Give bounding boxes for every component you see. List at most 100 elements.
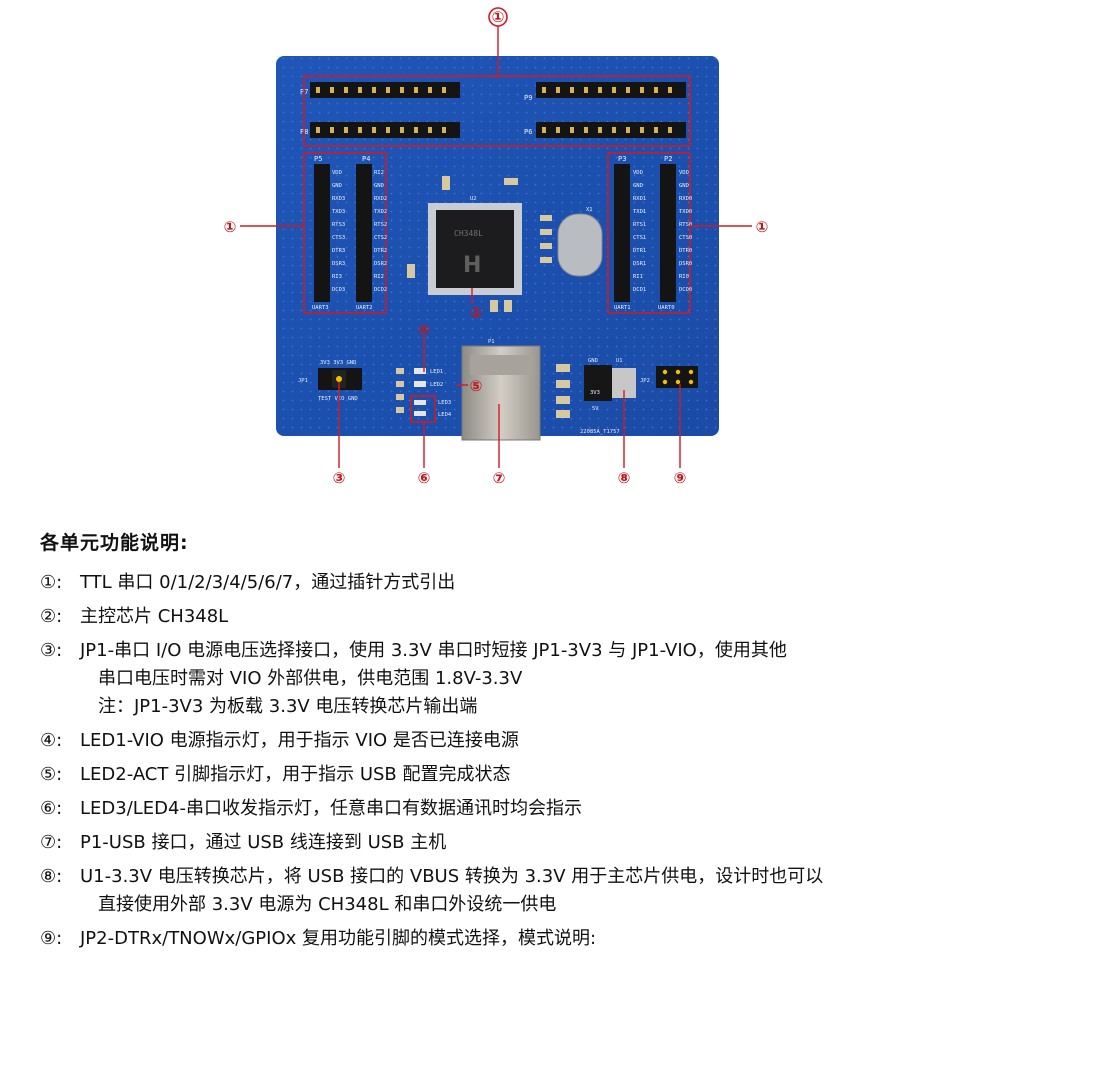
pin-label: DTR3 <box>332 248 345 254</box>
pin-label: RI2 <box>374 274 384 280</box>
pin-label: DCD3 <box>332 287 345 293</box>
board-photo-figure: P7 P8 P9 P6 P5 P4 VDD GND RXD3 TXD3 RTS3… <box>0 0 1108 500</box>
item-text: JP1-串口 I/O 电源电压选择接口，使用 3.3V 串口时短接 JP1-3V… <box>80 640 787 661</box>
pin-label: RI1 <box>633 274 643 280</box>
pin-label: RXD2 <box>374 196 387 202</box>
regulator: U1 GND 3V3 5V <box>556 358 636 418</box>
pin-label: DCD0 <box>679 287 692 293</box>
pin-label: RXD1 <box>633 196 646 202</box>
pin-label: TXD1 <box>633 209 646 215</box>
pin-label: DCD2 <box>374 287 387 293</box>
item-text-continued: 串口电压时需对 VIO 外部供电，供电范围 1.8V-3.3V <box>98 668 523 689</box>
callout-6: ⑥ <box>418 469 431 487</box>
led-label: LED2 <box>430 382 443 388</box>
pin-label: GND <box>633 183 643 189</box>
header-ref-p2: P2 <box>664 155 672 163</box>
item-note: 注：JP1-3V3 为板载 3.3V 电压转换芯片输出端 <box>98 696 478 717</box>
reg-pin-label: 3V3 <box>590 390 600 396</box>
svg-text:H: H <box>463 253 481 278</box>
unit-description: 各单元功能说明: ①: TTL 串口 0/1/2/3/4/5/6/7，通过插针方式… <box>40 528 1090 959</box>
item-marker: ⑦: <box>40 832 63 853</box>
led-label: LED3 <box>438 400 451 406</box>
uart-label: UART3 <box>312 305 329 311</box>
header-ref-p4: P4 <box>362 155 370 163</box>
right-headers: P3 P2 VDD GND RXD1 TXD1 RTS1 CTS1 DTR1 D… <box>614 155 692 311</box>
pin-label: RI3 <box>332 274 342 280</box>
led-label: LED4 <box>438 412 452 418</box>
reg-pin-label: GND <box>588 358 598 364</box>
pin-label: GND <box>679 183 689 189</box>
item-marker: ①: <box>40 572 63 593</box>
description-item-8: ⑧:U1-3.3V 电压转换芯片，将 USB 接口的 VBUS 转换为 3.3V… <box>40 863 1090 919</box>
description-item-3: ③: JP1-串口 I/O 电源电压选择接口，使用 3.3V 串口时短接 JP1-… <box>40 637 1090 721</box>
top-headers: P7 P8 P9 P6 <box>300 82 686 138</box>
pin-label: RXD3 <box>332 196 345 202</box>
pin-label: RTS1 <box>633 222 646 228</box>
callout-1-top: ① <box>492 8 505 26</box>
pin-label: CTS3 <box>332 235 345 241</box>
callout-9: ⑨ <box>674 469 687 487</box>
item-marker: ④: <box>40 730 63 751</box>
callouts: ① ① ① ② ③ ④ ⑤ ⑥ ⑦ ⑧ ⑨ <box>224 7 768 487</box>
jp1-top-label: 3V3 3V3 GND <box>320 360 356 366</box>
description-item-6: ⑥:LED3/LED4-串口收发指示灯，任意串口有数据通讯时均会指示 <box>40 795 1090 823</box>
description-item-7: ⑦: P1-USB 接口，通过 USB 线连接到 USB 主机 <box>40 829 1090 857</box>
pin-label: DTR2 <box>374 248 387 254</box>
pin-label: RTS2 <box>374 222 387 228</box>
pin-label: DSR3 <box>332 261 345 267</box>
pin-label: DCD1 <box>633 287 646 293</box>
pin-label: TXD2 <box>374 209 387 215</box>
pin-label: CTS2 <box>374 235 387 241</box>
item-text: JP2-DTRx/TNOWx/GPIOx 复用功能引脚的模式选择，模式说明: <box>80 928 597 949</box>
item-marker: ②: <box>40 606 63 627</box>
pin-label: RI0 <box>679 274 689 280</box>
pin-label: RXD0 <box>679 196 692 202</box>
regulator-ref: U1 <box>616 358 623 364</box>
callout-7: ⑦ <box>493 469 506 487</box>
callout-8: ⑧ <box>618 469 631 487</box>
item-marker: ③: <box>40 640 63 661</box>
callout-2: ② <box>470 304 483 322</box>
main-chip: U2 CH348L H <box>428 196 522 295</box>
left-headers: P5 P4 VDD GND RXD3 TXD3 RTS3 CTS3 DTR3 D… <box>312 155 387 311</box>
callout-3: ③ <box>333 469 346 487</box>
description-heading: 各单元功能说明: <box>40 532 189 554</box>
chip-ref: U2 <box>470 196 477 202</box>
smd-parts <box>407 176 552 312</box>
pin-label: VDD <box>332 170 342 176</box>
led-area: LED1 LED2 LED3 LED4 <box>396 368 452 418</box>
pin-label: RTS0 <box>679 222 692 228</box>
item-text: TTL 串口 0/1/2/3/4/5/6/7，通过插针方式引出 <box>80 572 456 593</box>
pin-label: DSR0 <box>679 261 692 267</box>
description-item-9: ⑨: JP2-DTRx/TNOWx/GPIOx 复用功能引脚的模式选择，模式说明: <box>40 925 1090 953</box>
callout-1-left: ① <box>224 218 237 236</box>
description-item-4: ④:LED1-VIO 电源指示灯，用于指示 VIO 是否已连接电源 <box>40 727 1090 755</box>
jp1-jumper: 3V3 3V3 GND TEST VIO GND JP1 <box>298 360 362 402</box>
header-ref-p5: P5 <box>314 155 322 163</box>
description-item-1: ①: TTL 串口 0/1/2/3/4/5/6/7，通过插针方式引出 <box>40 569 1090 597</box>
pin-label: DTR0 <box>679 248 692 254</box>
board-code: 22085A_T1757 <box>580 429 620 435</box>
pin-label: GND <box>332 183 342 189</box>
pin-label: VDD <box>633 170 643 176</box>
item-text: P1-USB 接口，通过 USB 线连接到 USB 主机 <box>80 832 447 853</box>
jp2-jumper: JP2 <box>640 366 698 388</box>
pin-label: GND <box>374 183 384 189</box>
uart-label: UART0 <box>658 305 675 311</box>
description-item-2: ②:主控芯片 CH348L <box>40 603 1090 631</box>
uart-label: UART1 <box>614 305 631 311</box>
pin-label: TXD0 <box>679 209 692 215</box>
jp2-ref: JP2 <box>640 378 650 384</box>
pin-label: DSR1 <box>633 261 646 267</box>
callout-4: ④ <box>418 321 431 339</box>
usb-ref: P1 <box>488 339 495 345</box>
crystal-ref: X1 <box>586 207 593 213</box>
usb-connector: P1 <box>461 339 541 441</box>
pin-label: CTS1 <box>633 235 646 241</box>
crystal: X1 <box>557 207 603 277</box>
jp1-ref: JP1 <box>298 378 308 384</box>
item-marker: ⑨: <box>40 928 63 949</box>
header-ref-p3: P3 <box>618 155 626 163</box>
led-label: LED1 <box>430 369 443 375</box>
item-text: LED3/LED4-串口收发指示灯，任意串口有数据通讯时均会指示 <box>80 798 582 819</box>
